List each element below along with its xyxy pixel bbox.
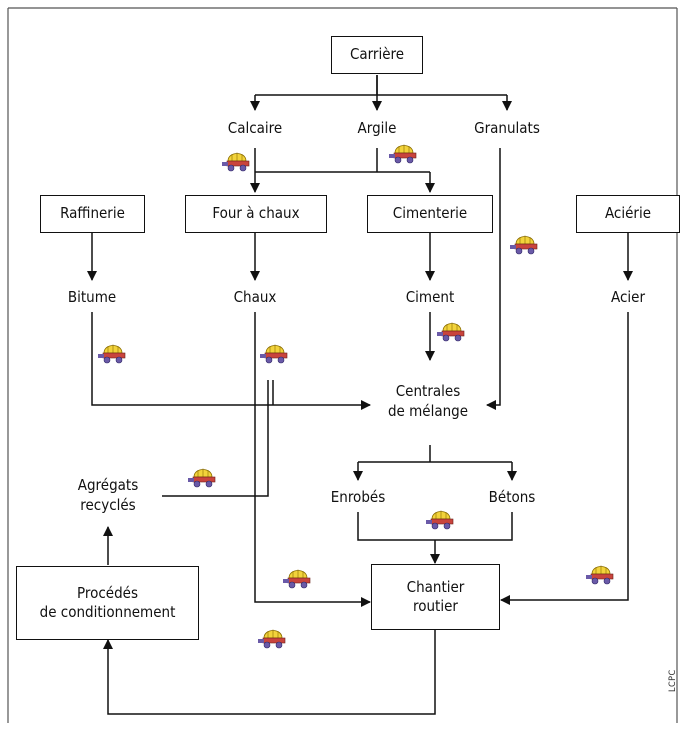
node-acierie: Aciérie	[576, 195, 680, 233]
edge-carriere-split	[255, 75, 507, 96]
label-granulats: Granulats	[474, 119, 540, 137]
label-centrales-line1: Centrales	[395, 382, 461, 400]
edge-chantier-procedes	[103, 630, 436, 715]
edge-acier-chantier	[500, 312, 629, 605]
edge-centrales-split	[358, 445, 512, 463]
label-argile: Argile	[357, 119, 397, 137]
node-chantier-line2: routier	[413, 597, 458, 615]
node-procedes: Procédés de conditionnement	[16, 566, 199, 640]
transport-truck-icon	[426, 510, 454, 530]
label-enrobes: Enrobés	[330, 488, 386, 506]
label-ciment: Ciment	[405, 288, 455, 306]
label-bitume: Bitume	[67, 288, 117, 306]
node-carriere: Carrière	[331, 36, 423, 74]
label-centrales-line2: de mélange	[387, 401, 469, 420]
transport-truck-icon	[98, 344, 126, 364]
node-procedes-line1: Procédés	[77, 583, 138, 602]
image-credit: LCPC	[668, 669, 678, 692]
edge-bitume-centrales	[91, 312, 371, 410]
transport-truck-icon	[188, 468, 216, 488]
transport-truck-icon	[586, 565, 614, 585]
label-betons: Bétons	[488, 488, 536, 506]
node-procedes-line2: de conditionnement	[39, 603, 176, 621]
node-cimenterie: Cimenterie	[367, 195, 493, 233]
transport-truck-icon	[260, 344, 288, 364]
edge-granulats-centrales	[486, 148, 501, 410]
transport-truck-icon	[222, 152, 250, 172]
node-chantier-line1: Chantier	[406, 577, 465, 596]
transport-truck-icon	[283, 569, 311, 589]
node-raffinerie: Raffinerie	[40, 195, 145, 233]
label-chaux: Chaux	[233, 288, 277, 306]
transport-truck-icon	[437, 322, 465, 342]
label-calcaire: Calcaire	[227, 119, 283, 137]
outer-frame	[7, 7, 678, 723]
node-four-a-chaux: Four à chaux	[185, 195, 327, 233]
transport-truck-icon	[258, 629, 286, 649]
edge-chaux-line-2	[162, 380, 269, 497]
label-acier: Acier	[611, 288, 645, 306]
transport-truck-icon	[510, 235, 538, 255]
label-centrales: Centrales de mélange	[388, 382, 468, 421]
label-agregats: Agrégats recyclés	[78, 476, 138, 515]
node-chantier-routier: Chantier routier	[371, 564, 500, 630]
edge-chaux-line-1	[254, 312, 371, 607]
label-agregats-line2: recyclés	[80, 495, 136, 514]
label-agregats-line1: Agrégats	[77, 476, 139, 494]
transport-trucks	[98, 144, 614, 649]
transport-truck-icon	[389, 144, 417, 164]
